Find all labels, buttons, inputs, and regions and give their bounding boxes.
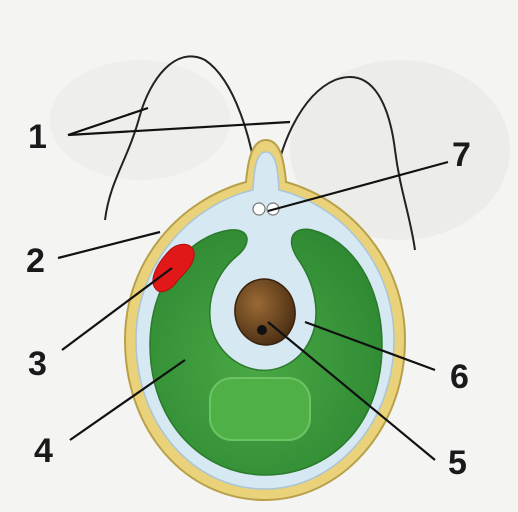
flagellum-left [104, 55, 259, 221]
label-2: 2 [26, 242, 45, 280]
leader-line-4 [69, 359, 186, 441]
label-3: 3 [28, 345, 47, 383]
leader-line-6 [304, 320, 436, 372]
label-6: 6 [450, 358, 469, 396]
pyrenoid [209, 377, 311, 441]
label-7: 7 [452, 136, 471, 174]
leader-line-3 [61, 267, 173, 351]
contractile-vacuole [252, 202, 266, 216]
background-blob [50, 60, 230, 180]
label-4: 4 [34, 432, 53, 470]
nucleus [234, 278, 296, 346]
background-blob [290, 60, 510, 240]
leader-line-5 [267, 321, 436, 461]
chloroplast [149, 228, 383, 476]
leader-line-1b [67, 120, 291, 137]
leader-lines [57, 106, 449, 461]
leader-line-1a [67, 106, 149, 137]
eyespot [152, 243, 195, 293]
label-5: 5 [448, 444, 467, 482]
leader-line-7 [267, 160, 449, 213]
leader-line-2 [57, 230, 161, 260]
label-1: 1 [28, 118, 47, 156]
flagellum-right [273, 76, 416, 251]
nucleolus [257, 325, 267, 335]
